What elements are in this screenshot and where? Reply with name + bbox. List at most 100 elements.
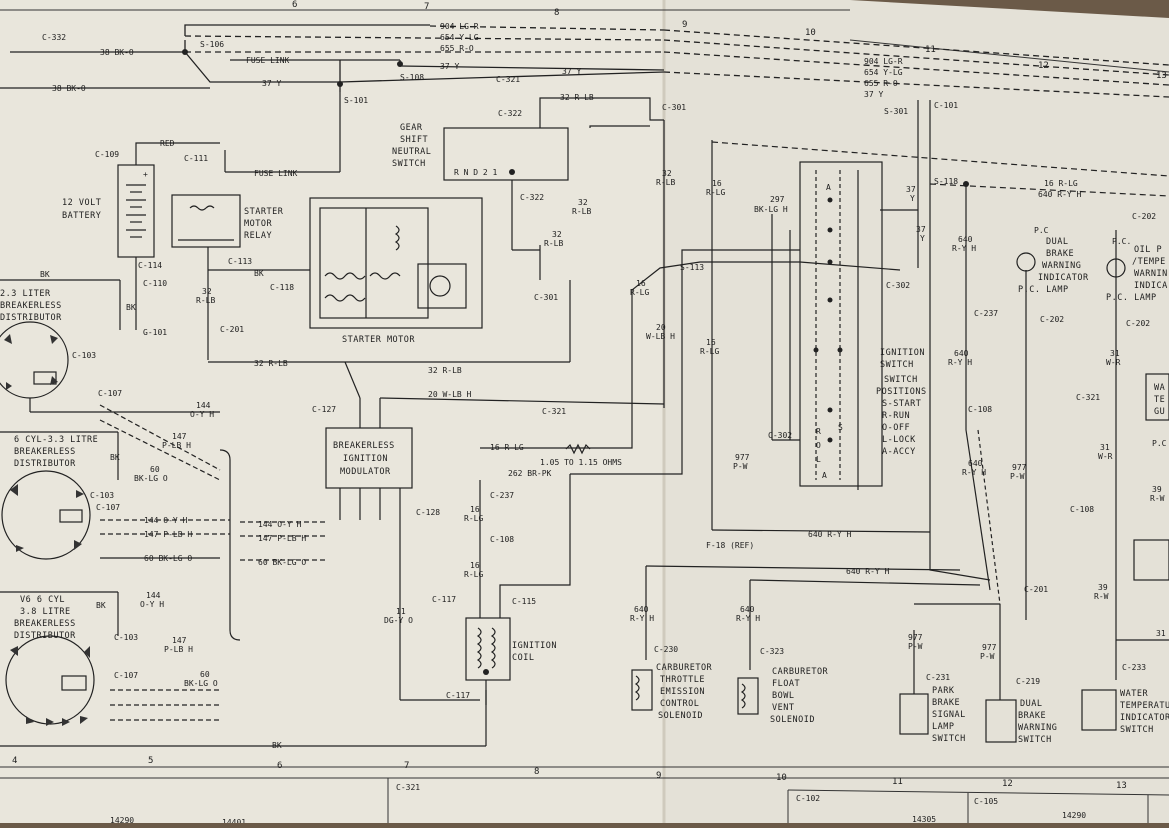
- wire-v32a-1: 32: [662, 169, 672, 178]
- distributor-1: [0, 279, 220, 413]
- solenoid-shapes: [631, 669, 759, 715]
- label-c202c: C-202: [1126, 319, 1150, 328]
- sol1-title-5: SOLENOID: [658, 711, 703, 721]
- dw-v144a-1: 144: [196, 401, 211, 410]
- sol2-conn: C-323: [760, 647, 784, 656]
- dw-v60a-1: 60: [150, 465, 160, 474]
- cr3-title-5: SWITCH: [932, 734, 966, 744]
- label-c101: C-101: [934, 101, 958, 110]
- label-module-bk: BK: [272, 741, 282, 750]
- cr1-title-1: DUAL: [1046, 237, 1068, 247]
- dw-h60: 60 BK-LG O: [144, 554, 192, 563]
- label-s106: S-106: [200, 40, 224, 49]
- grid-bottom-5: 5: [148, 756, 153, 766]
- right-v977b: 977: [1012, 463, 1027, 472]
- label-c111: C-111: [184, 154, 208, 163]
- gear-title-1: GEAR: [400, 123, 423, 133]
- cr1-title-5: P.C. LAMP: [1018, 285, 1069, 295]
- ignsw-16-color: R-LG: [706, 188, 725, 197]
- gear-shift-switch: [208, 97, 640, 363]
- label-coil-r-lg-a: R-LG: [464, 514, 483, 523]
- label-coil-c237: C-237: [490, 491, 514, 500]
- wire-v32b-2: R-LB: [572, 207, 591, 216]
- dist2-title-1: 6 CYL-3.3 LITRE: [14, 435, 98, 445]
- grid-top-10: 10: [805, 28, 816, 38]
- sol1-title-2: THROTTLE: [660, 675, 705, 685]
- relay-title-1: STARTER: [244, 207, 284, 217]
- ignsw-37b: 37: [916, 225, 926, 234]
- label-c301-a: C-301: [662, 103, 686, 112]
- cr7-title-1: P.C: [1152, 439, 1167, 448]
- label-640-ryh-b: 640 R-Y H: [846, 567, 890, 576]
- label-640-ryh-a: 640 R-Y H: [808, 530, 852, 539]
- gear-title-3: NEUTRAL: [392, 147, 431, 157]
- label-s113: S-113: [680, 263, 704, 272]
- cr7-title-3: R-W: [1150, 494, 1165, 503]
- sol1-title-3: EMISSION: [660, 687, 705, 697]
- label-c127: C-127: [312, 405, 336, 414]
- dist1-title-3: DISTRIBUTOR: [0, 313, 62, 323]
- label-coil-16b: 16: [470, 561, 480, 570]
- ignsw-pos-5: O-OFF: [882, 423, 910, 433]
- right-v39: 39: [1098, 583, 1108, 592]
- label-c202a: C-202: [1132, 212, 1156, 221]
- bus-wire-654: 654 Y-LG: [440, 33, 479, 42]
- ignsw-297: 297: [770, 195, 785, 204]
- right-v640a-color: R-Y H: [952, 244, 976, 253]
- dist3-title-2: 3.8 LITRE: [20, 607, 71, 617]
- relay-title-2: MOTOR: [244, 219, 272, 229]
- label-relay-r-lb: R-LB: [196, 296, 215, 305]
- sol2-wire: 640: [740, 605, 755, 614]
- right-v977b-color: P-W: [1010, 472, 1025, 481]
- ignsw-pos-7: A-ACCY: [882, 447, 916, 457]
- dist2-c107: C-107: [96, 503, 120, 512]
- mid-wires: [344, 97, 800, 530]
- ignsw-letter-a: A: [822, 471, 827, 480]
- wire-262-br-pk: 262 BR-PK: [508, 469, 552, 478]
- label-w11: 11: [396, 607, 406, 616]
- dist2-bk: BK: [110, 453, 120, 462]
- label-coil-c117b: C-117: [446, 691, 470, 700]
- wire-20-w-lb: 20 W-LB H: [428, 390, 472, 399]
- dist3-c107: C-107: [114, 671, 138, 680]
- label-c322-a: C-322: [498, 109, 522, 118]
- label-c321-mid: C-321: [542, 407, 566, 416]
- cr3-title-2: BRAKE: [932, 698, 960, 708]
- ignsw-pos-6: L-LOCK: [882, 435, 916, 445]
- wire-ohms: 1.05 TO 1.15 OHMS: [540, 458, 622, 467]
- distributor-3-terminals: [10, 646, 90, 726]
- dist1-title-1: 2.3 LITER: [0, 289, 51, 299]
- gear-contact: [509, 169, 515, 175]
- cr7-title-2: 39: [1152, 485, 1162, 494]
- grid-top-9: 9: [682, 20, 687, 30]
- label-c332: C-332: [42, 33, 66, 42]
- label-37-y-b: 37 Y: [440, 62, 459, 71]
- starter-motor: [309, 197, 483, 329]
- cr1-title-3: WARNING: [1042, 261, 1081, 271]
- label-fuse-link-top: FUSE LINK: [246, 56, 290, 65]
- gear-title-4: SWITCH: [392, 159, 426, 169]
- cr5-title-3: INDICATOR: [1120, 713, 1169, 723]
- cr5-title-4: SWITCH: [1120, 725, 1154, 735]
- right-v640c-color: R-Y H: [962, 468, 986, 477]
- dist2-title-3: DISTRIBUTOR: [14, 459, 76, 469]
- coil-terminal: [483, 669, 489, 675]
- cr2-title-1: OIL P: [1134, 245, 1162, 255]
- cr5-title-1: WATER: [1120, 689, 1148, 699]
- right-v31b: 31: [1100, 443, 1110, 452]
- distributor-wires: [99, 404, 326, 721]
- wire-v16b-1: 16: [706, 338, 716, 347]
- dw-v147b-2: P-LB H: [164, 645, 193, 654]
- cr2-title-3: WARNIN: [1134, 269, 1168, 279]
- dist3-title-4: DISTRIBUTOR: [14, 631, 76, 641]
- ignsw-letter-a2: A: [826, 183, 831, 192]
- dist3-c103: C-103: [114, 633, 138, 642]
- label-s301: S-301: [884, 107, 908, 116]
- label-coil-c117a: C-117: [432, 595, 456, 604]
- grid-bottom-labels: 4 5 6 7 8 9 10 11 12 13: [12, 756, 1127, 791]
- dw-v144b-1: 144: [146, 591, 161, 600]
- wire-v16a-2: R-LG: [630, 288, 649, 297]
- label-s108: S-108: [400, 73, 424, 82]
